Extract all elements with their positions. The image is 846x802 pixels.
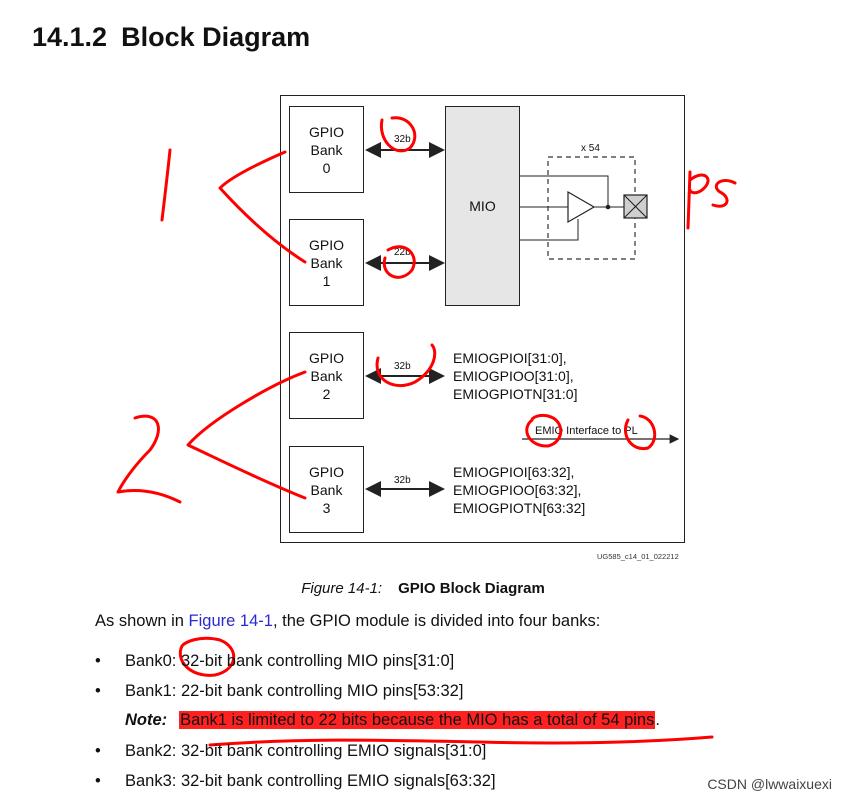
list-item-text: Bank1: 22-bit bank controlling MIO pins[… <box>125 682 464 700</box>
bank2-signals: EMIOGPIOI[31:0], EMIOGPIOO[31:0], EMIOGP… <box>453 349 577 403</box>
hand-annotations <box>116 116 737 747</box>
mio-block: MIO <box>445 106 520 306</box>
gpio-bank-0: GPIO Bank 0 <box>289 106 364 193</box>
gpio-bank-1: GPIO Bank 1 <box>289 219 364 306</box>
watermark: CSDN @lwwaixuexi <box>707 776 832 792</box>
figure-caption: Figure 14-1: GPIO Block Diagram <box>0 580 846 597</box>
list-item: •Bank0: 32-bit bank controlling MIO pins… <box>95 652 455 670</box>
note-end: . <box>655 711 660 729</box>
list-item: •Bank2: 32-bit bank controlling EMIO sig… <box>95 742 487 760</box>
gpio-bank-2: GPIO Bank 2 <box>289 332 364 419</box>
intro-text: , the GPIO module is divided into four b… <box>272 612 601 630</box>
list-item: •Bank1: 22-bit bank controlling MIO pins… <box>95 682 464 700</box>
intro-text: As shown in <box>95 612 189 630</box>
list-item-text: Bank3: 32-bit bank controlling EMIO sign… <box>125 772 496 790</box>
section-heading: 14.1.2 Block Diagram <box>32 22 310 53</box>
list-item-text: Bank0: 32-bit bank controlling MIO pins[… <box>125 652 455 670</box>
bank-label-line: Bank <box>310 141 343 158</box>
figure-id: UG585_c14_01_022212 <box>597 552 679 561</box>
bank-label-line: GPIO <box>308 236 344 253</box>
signal-label: EMIOGPIOTN[63:32] <box>453 500 586 516</box>
buffer-icon <box>567 190 596 224</box>
diagram-frame <box>280 95 685 543</box>
section-number: 14.1.2 <box>32 22 108 52</box>
signal-label: EMIOGPIOI[63:32], <box>453 464 575 480</box>
signal-label: EMIOGPIOI[31:0], <box>453 350 567 366</box>
note: Note: Bank1 is limited to 22 bits because… <box>125 711 660 730</box>
bank-number: 3 <box>322 499 331 516</box>
pin-multiplier: x 54 <box>581 143 600 154</box>
signal-label: EMIOGPIOO[31:0], <box>453 368 574 384</box>
figure-title: GPIO Block Diagram <box>398 580 545 597</box>
figure-link[interactable]: Figure 14-1 <box>188 612 273 630</box>
bank-label-line: GPIO <box>308 123 344 140</box>
signal-label: EMIOGPIOO[63:32], <box>453 482 582 498</box>
figure-number: Figure 14-1: <box>301 580 383 597</box>
bank-label-line: GPIO <box>308 463 344 480</box>
note-label: Note: <box>125 711 168 729</box>
intro-paragraph: As shown in Figure 14-1, the GPIO module… <box>95 612 600 631</box>
list-item: •Bank3: 32-bit bank controlling EMIO sig… <box>95 772 496 790</box>
note-highlight: Bank1 is limited to 22 bits because the … <box>179 711 656 729</box>
signal-label: EMIOGPIOTN[31:0] <box>453 386 578 402</box>
bank-label-line: GPIO <box>308 349 344 366</box>
bank-label-line: Bank <box>310 367 343 384</box>
bank-label-line: Bank <box>310 481 343 498</box>
section-title: Block Diagram <box>121 22 311 52</box>
bus-width-label: 22b <box>394 247 411 258</box>
bank-number: 1 <box>322 272 331 289</box>
list-item-text: Bank2: 32-bit bank controlling EMIO sign… <box>125 742 487 760</box>
bus-width-label: 32b <box>394 475 411 486</box>
bus-width-label: 32b <box>394 361 411 372</box>
bus-width-label: 32b <box>394 134 411 145</box>
gpio-bank-3: GPIO Bank 3 <box>289 446 364 533</box>
bank-number: 0 <box>322 159 331 176</box>
bank-number: 2 <box>322 385 331 402</box>
bank3-signals: EMIOGPIOI[63:32], EMIOGPIOO[63:32], EMIO… <box>453 463 585 517</box>
bank-label-line: Bank <box>310 254 343 271</box>
